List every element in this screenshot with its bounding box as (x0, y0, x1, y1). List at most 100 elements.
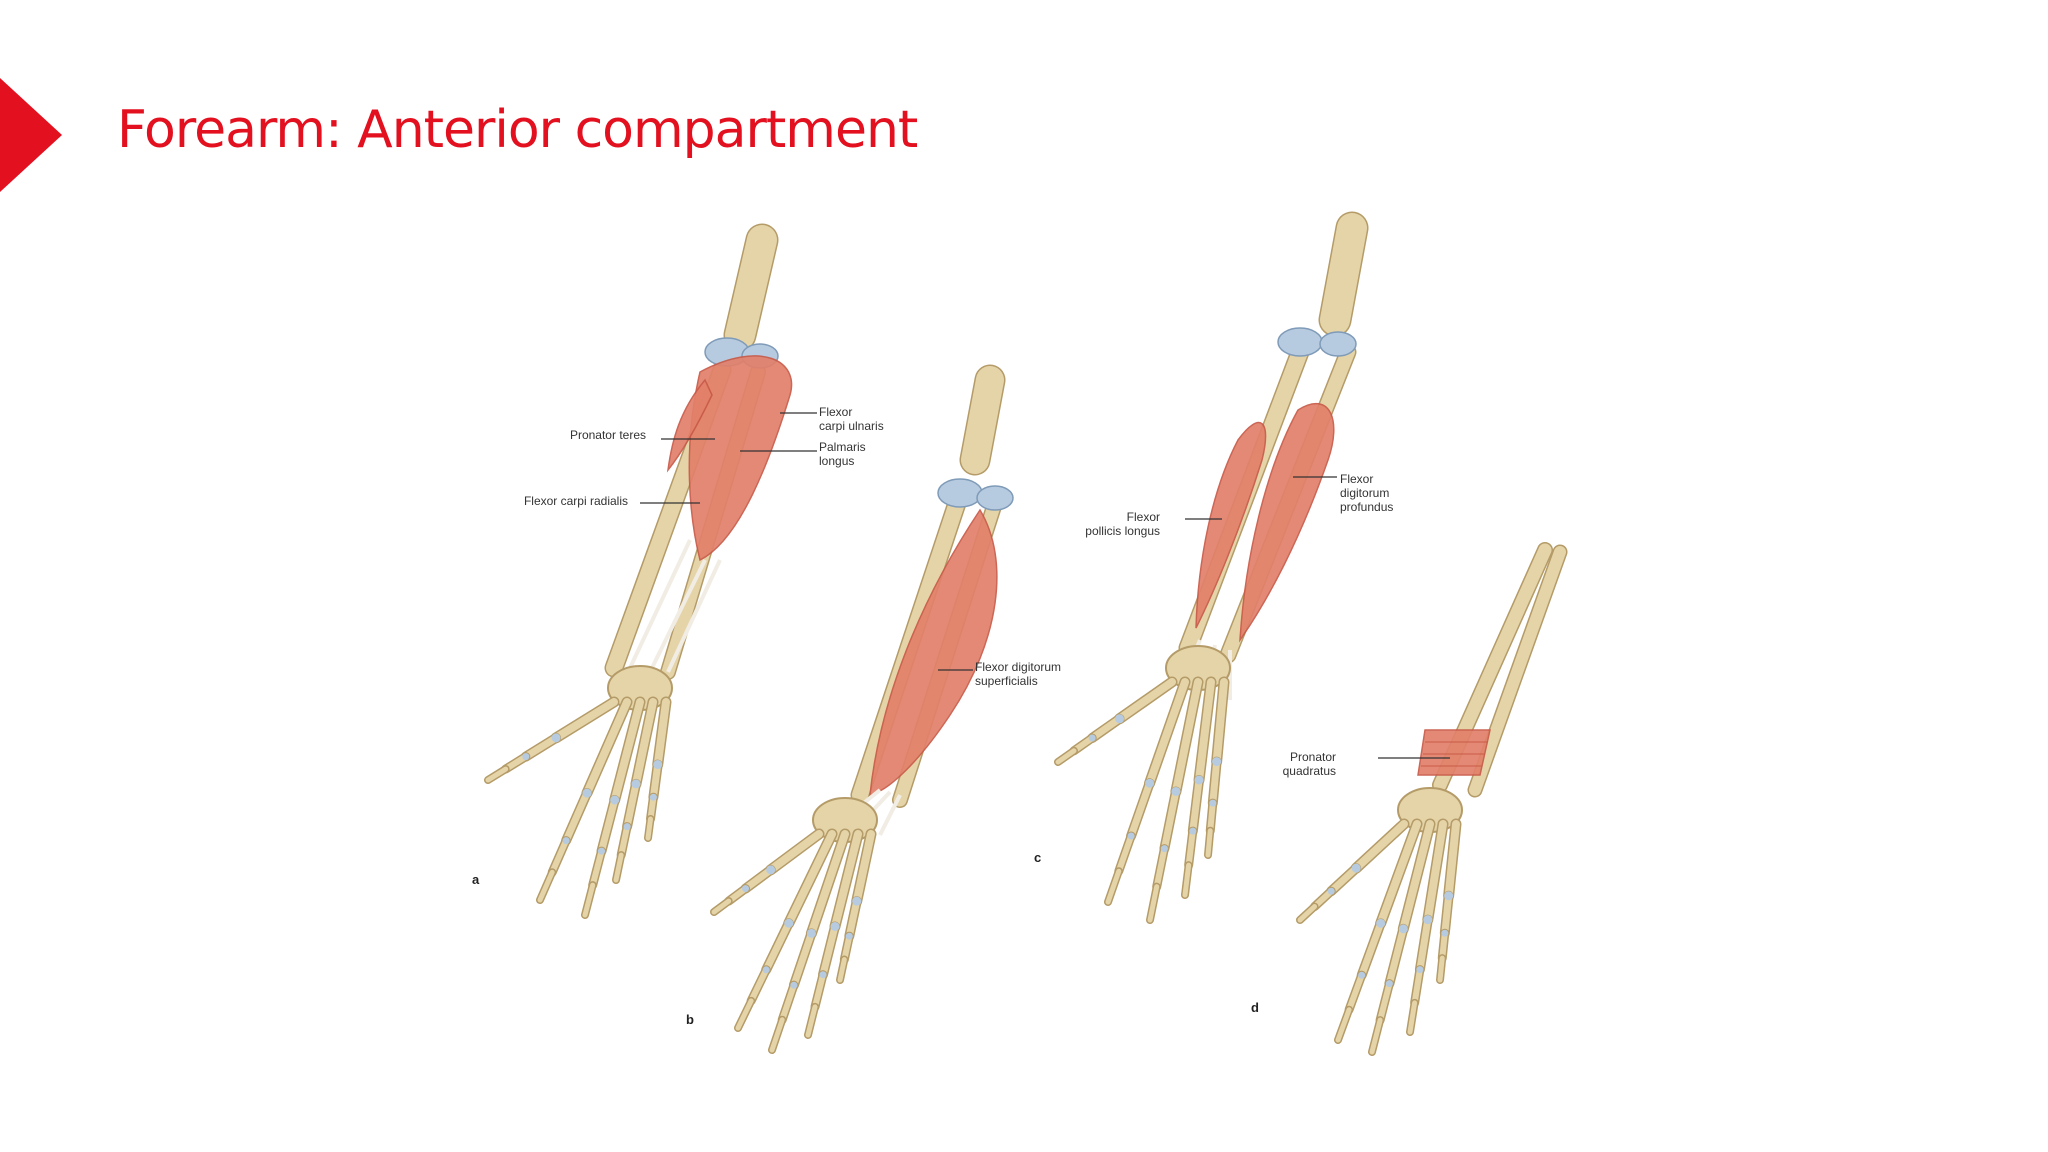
hand-b-knuckle (784, 918, 794, 928)
hand-a-knuckle (562, 837, 570, 845)
hand-d-knuckle (1385, 980, 1393, 988)
hand-a-phalanx (613, 852, 624, 883)
hand-b-phalanx (819, 922, 839, 979)
hand-d-phalanx (1439, 930, 1448, 962)
hand-b-knuckle (830, 921, 840, 931)
hand-c-knuckle (1088, 734, 1096, 742)
hand-a-knuckle (522, 753, 530, 761)
hand-c-knuckle (1171, 786, 1181, 796)
hand-a-knuckle (649, 793, 657, 801)
hand-b-metacarpal (766, 830, 823, 874)
flexor-digitorum-superficialis (869, 508, 998, 796)
hand-a-metacarpal (631, 698, 657, 788)
hand-c-metacarpal (1115, 678, 1176, 723)
hand-b-phalanx (748, 966, 770, 1004)
hand-a-metacarpal (552, 698, 618, 742)
hand-c-metacarpal (1195, 678, 1215, 784)
hand-a-knuckle (598, 847, 605, 855)
tendons-a (628, 539, 722, 673)
hand-d-phalanx (1327, 864, 1360, 895)
hand-a-knuckle (623, 823, 631, 831)
humerus-a (725, 225, 777, 350)
hand-d-knuckle (1441, 929, 1449, 937)
hand-a-knuckle (551, 733, 561, 743)
hand-a-phalanx (537, 869, 555, 903)
label-pronator-quadratus: Pronator quadratus (1282, 750, 1336, 778)
hand-c-knuckle (1145, 778, 1155, 788)
hand-b-phalanx (790, 929, 815, 989)
hand-a-phalanx (522, 734, 560, 761)
flexor-pollicis-longus (1195, 421, 1267, 629)
hand-b-metacarpal (807, 830, 849, 938)
hand-b-phalanx (762, 919, 793, 974)
hand-a-knuckle (610, 795, 620, 805)
hand-b-knuckle (790, 981, 798, 989)
elbow-cartilage-c (1319, 331, 1357, 357)
hand-a-phalanx (645, 816, 654, 841)
hand-c-phalanx (1209, 758, 1221, 807)
hand-b-phalanx (711, 898, 732, 915)
hand-a-knuckle (631, 779, 641, 789)
panel-letter-c: c (1034, 850, 1042, 865)
hand-d-metacarpal (1423, 820, 1447, 924)
hand-a-knuckle (653, 760, 663, 770)
hand-b-phalanx (735, 998, 754, 1031)
hand-c-phalanx (1105, 868, 1122, 905)
hand-d-phalanx (1411, 966, 1423, 1006)
hand-d-metacarpal (1376, 820, 1421, 928)
hand-c-knuckle (1194, 775, 1204, 785)
hand-b-phalanx (742, 866, 775, 893)
title-marker (0, 78, 62, 192)
hand-d-knuckle (1423, 915, 1433, 925)
hand-b-phalanx (769, 1017, 785, 1053)
hand-c-phalanx (1127, 779, 1154, 840)
hand-c-phalanx (1160, 787, 1180, 853)
hand-c-phalanx (1115, 833, 1135, 875)
hand-c-metacarpal (1145, 678, 1189, 788)
hand-a-phalanx (618, 823, 631, 859)
hand-c-phalanx (1205, 828, 1213, 858)
elbow-cartilage-b (976, 485, 1014, 511)
hand-b-phalanx (779, 982, 797, 1023)
hand-d-metacarpal (1352, 820, 1408, 873)
hand-d-phalanx (1369, 1017, 1383, 1055)
hand-b-knuckle (766, 865, 776, 875)
hand-c-phalanx (1182, 862, 1192, 898)
hand-b-phalanx (837, 957, 847, 983)
panel-letter-d: d (1251, 1000, 1259, 1015)
hand-c-knuckle (1212, 757, 1222, 767)
hand-b-metacarpal (852, 830, 875, 906)
hand-d-knuckle (1416, 966, 1424, 974)
elbow-cartilage-b (937, 478, 983, 508)
hand-d-knuckle (1351, 863, 1361, 873)
hand-d-metacarpal (1444, 820, 1460, 900)
pronator-teres-a (666, 378, 713, 473)
panel-letter-a: a (472, 872, 480, 887)
ulna-d (1469, 546, 1566, 796)
hand-d-phalanx (1437, 955, 1445, 983)
hand-c-knuckle (1160, 845, 1168, 853)
hand-d-knuckle (1376, 918, 1386, 928)
hand-c-phalanx (1088, 715, 1124, 742)
hand-d-phalanx (1335, 1007, 1352, 1043)
hand-d-knuckle (1444, 891, 1454, 901)
hand-a-phalanx (589, 848, 605, 889)
elbow-cartilage-c (1277, 327, 1323, 357)
hand-c-knuckle (1115, 714, 1125, 724)
flexor-digitorum-profundus (1239, 403, 1335, 643)
hand-b-phalanx (812, 971, 826, 1010)
hand-d-phalanx (1441, 892, 1453, 937)
hand-b-knuckle (806, 928, 816, 938)
hand-d-knuckle (1398, 924, 1408, 934)
flexor-group-a (688, 355, 793, 562)
label-flexor-digitorum-superficialis: Flexor digitorum superficialis (975, 660, 1062, 688)
hand-a-knuckle (582, 788, 592, 798)
pronator-quadratus-fibers (1421, 741, 1488, 767)
hand-d-phalanx (1416, 916, 1432, 974)
slide-title: Forearm: Anterior compartment (117, 100, 918, 160)
label-flexor-pollicis-longus: Flexor pollicis longus (1085, 510, 1160, 538)
pronator-quadratus (1417, 729, 1491, 776)
hand-c-metacarpal (1171, 678, 1202, 796)
label-pronator-teres: Pronator teres (569, 428, 646, 442)
